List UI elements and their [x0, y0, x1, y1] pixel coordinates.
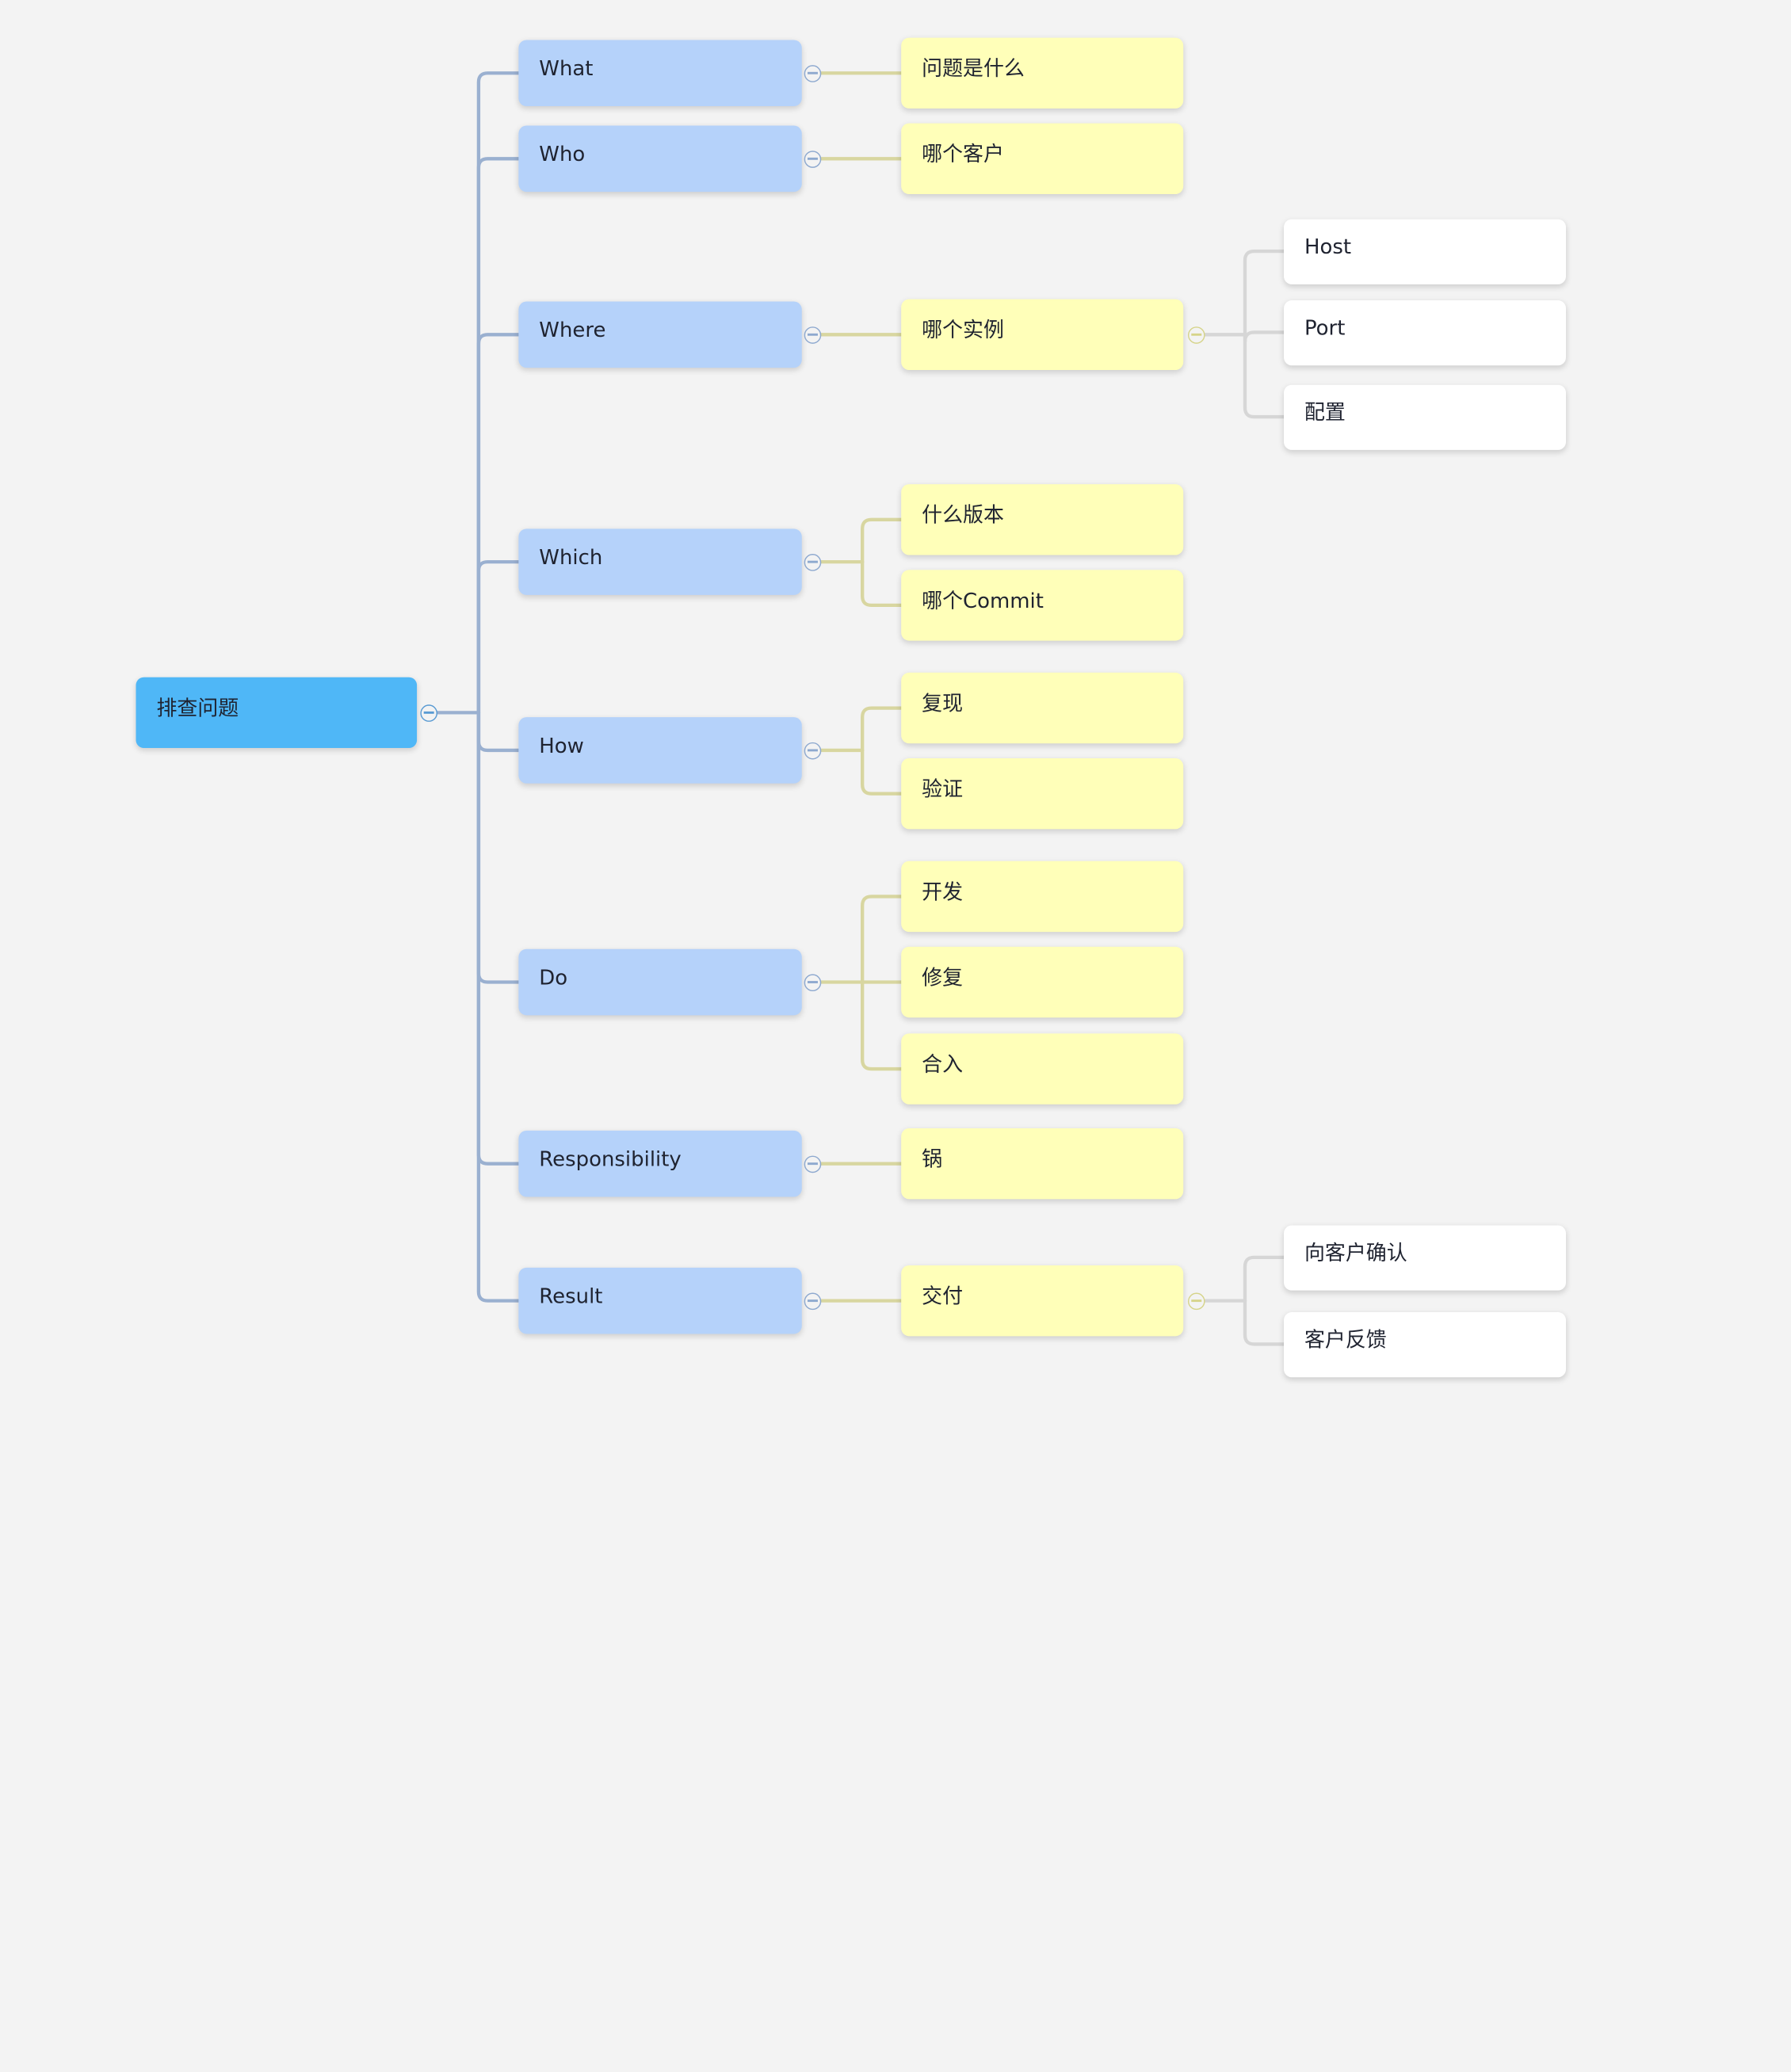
branch-label: Who [539, 143, 586, 167]
branch-connector [476, 711, 521, 753]
subtopic-node[interactable]: 交付 [901, 1265, 1184, 1337]
subtopic-connector [861, 980, 903, 1071]
subtopic-node[interactable]: 复现 [901, 672, 1184, 744]
detail-connector [1243, 330, 1286, 344]
subtopic-node[interactable]: 合入 [901, 1033, 1184, 1105]
what-collapse-minus-icon[interactable] [803, 64, 821, 82]
subtopic-label: 复现 [922, 692, 964, 716]
subtopic-label: 哪个实例 [922, 319, 1004, 343]
detail-connector [1243, 333, 1286, 419]
branch-do-node[interactable]: Do [518, 948, 802, 1016]
branch-label: Where [539, 319, 606, 343]
subtopic-node[interactable]: 修复 [901, 946, 1184, 1018]
branch-connector [476, 711, 521, 984]
branch-which-node[interactable]: Which [518, 528, 802, 595]
detail-label: 向客户确认 [1304, 1241, 1407, 1265]
root-topic-label: 排查问题 [156, 696, 239, 721]
instance-collapse-minus-icon[interactable] [1187, 326, 1205, 344]
subtopic-label: 合入 [922, 1052, 964, 1078]
subtopic-node[interactable]: 问题是什么 [901, 37, 1184, 109]
subtopic-label: 开发 [922, 880, 964, 905]
branch-label: Do [539, 966, 568, 990]
branch-label: Responsibility [539, 1147, 682, 1172]
subtopic-label: 验证 [922, 777, 964, 802]
responsibility-collapse-minus-icon[interactable] [803, 1154, 821, 1173]
subtopic-label: 哪个客户 [922, 143, 1004, 167]
branch-responsibility-node[interactable]: Responsibility [518, 1130, 802, 1197]
subtopic-node[interactable]: 哪个客户 [901, 123, 1184, 195]
detail-connector [1243, 1255, 1286, 1303]
result-collapse-minus-icon[interactable] [803, 1292, 821, 1310]
branch-what-node[interactable]: What [518, 40, 802, 107]
subtopic-node[interactable]: 开发 [901, 860, 1184, 933]
detail-connector [1243, 1299, 1286, 1346]
do-collapse-minus-icon[interactable] [803, 973, 821, 991]
branch-connector [476, 711, 521, 1166]
root-collapse-minus-icon[interactable] [419, 704, 437, 722]
detail-connector [1243, 249, 1286, 337]
how-collapse-minus-icon[interactable] [803, 742, 821, 759]
subtopic-connector [861, 748, 903, 796]
branch-how-node[interactable]: How [518, 717, 802, 784]
branch-label: Which [539, 545, 603, 570]
delivery-collapse-minus-icon[interactable] [1187, 1292, 1205, 1310]
detail-label: 配置 [1304, 400, 1346, 425]
subtopic-label: 哪个Commit [922, 589, 1044, 613]
subtopic-node[interactable]: 验证 [901, 758, 1184, 830]
detail-node[interactable]: 向客户确认 [1284, 1224, 1567, 1290]
branch-result-node[interactable]: Result [518, 1267, 802, 1334]
branch-connector [476, 157, 521, 715]
branch-label: What [539, 57, 594, 82]
subtopic-node[interactable]: 锅 [901, 1128, 1184, 1200]
branch-connector [476, 559, 521, 715]
branch-connector [476, 71, 521, 715]
connector-lines [435, 71, 1286, 1346]
who-collapse-minus-icon[interactable] [803, 150, 821, 168]
subtopic-label: 修复 [922, 966, 964, 990]
root-topic-node[interactable]: 排查问题 [136, 677, 418, 749]
detail-label: 客户反馈 [1304, 1328, 1387, 1353]
subtopic-node[interactable]: 哪个Commit [901, 570, 1184, 641]
branch-label: How [539, 734, 584, 759]
detail-node[interactable]: 配置 [1284, 383, 1567, 450]
detail-label: Port [1304, 316, 1346, 341]
where-collapse-minus-icon[interactable] [803, 326, 821, 344]
subtopic-label: 交付 [922, 1284, 964, 1309]
detail-node[interactable]: Host [1284, 219, 1567, 284]
branch-connector [476, 711, 521, 1303]
detail-node[interactable]: 客户反馈 [1284, 1311, 1567, 1377]
detail-node[interactable]: Port [1284, 300, 1567, 365]
subtopic-connector [861, 706, 903, 753]
subtopic-label: 问题是什么 [922, 57, 1025, 82]
subtopic-connector [861, 895, 903, 984]
branch-where-node[interactable]: Where [518, 301, 802, 368]
branch-who-node[interactable]: Who [518, 125, 802, 193]
subtopic-node[interactable]: 哪个实例 [901, 299, 1184, 370]
subtopic-node[interactable]: 什么版本 [901, 484, 1184, 555]
branch-label: Result [539, 1284, 603, 1309]
subtopic-label: 锅 [922, 1147, 943, 1172]
subtopic-connector [861, 517, 903, 564]
subtopic-connector [861, 559, 903, 608]
subtopic-label: 什么版本 [922, 503, 1004, 528]
which-collapse-minus-icon[interactable] [803, 553, 821, 570]
branch-connector [476, 333, 521, 715]
detail-label: Host [1304, 235, 1352, 260]
